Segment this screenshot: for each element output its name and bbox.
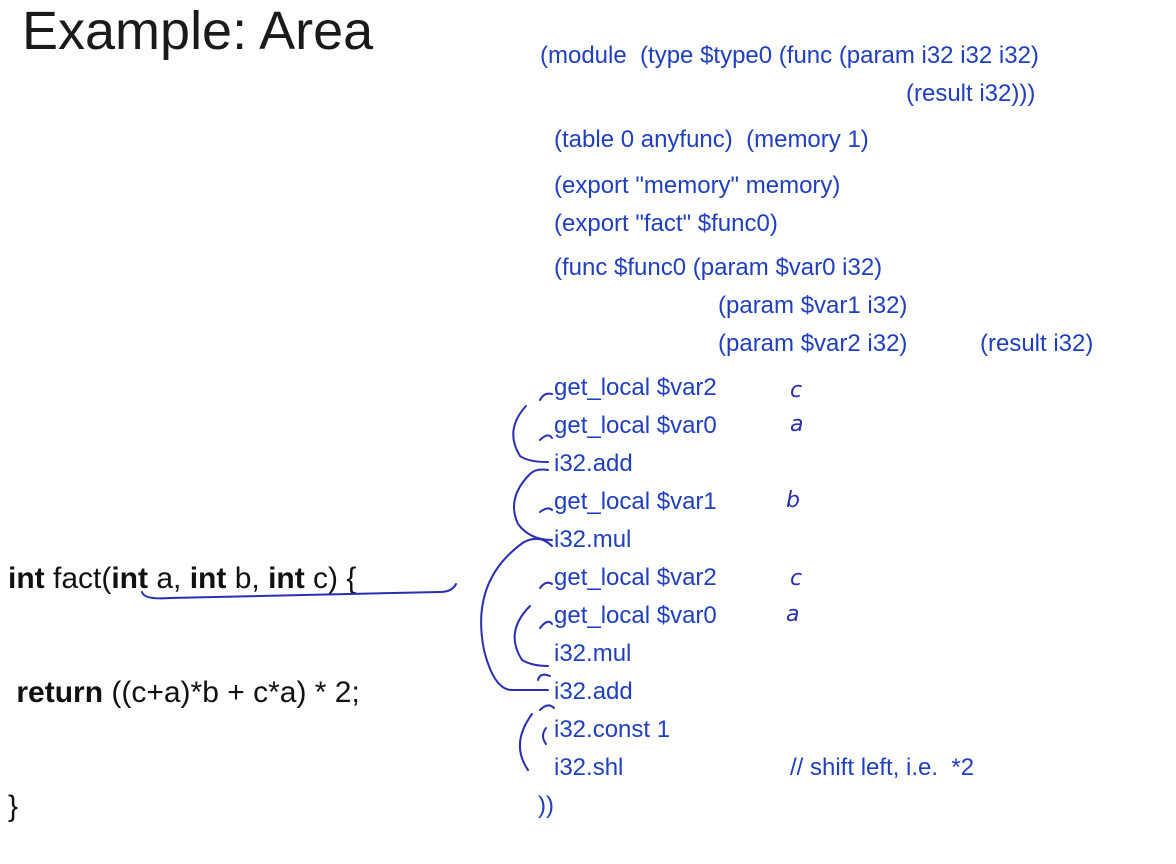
wasm-instruction: i32.mul <box>554 526 632 553</box>
stack-bracket <box>537 673 551 681</box>
wasm-instruction: get_local $var1 <box>554 488 717 515</box>
wasm-instruction: i32.const 1 <box>554 716 671 743</box>
stack-bracket <box>518 713 533 771</box>
wasm-instruction: get_local $var2 <box>554 564 717 591</box>
c-line-2: return ((c+a)*b + c*a) * 2; <box>16 676 360 709</box>
stack-bracket <box>539 581 553 589</box>
stack-bracket <box>512 405 549 463</box>
stack-bracket <box>539 392 553 401</box>
annotation-c: c <box>790 378 803 403</box>
stack-bracket <box>539 434 553 441</box>
wasm-instruction: i32.add <box>554 450 633 477</box>
slide-title: Example: Area <box>22 1 374 61</box>
c-source-code: int fact(int a, int b, int c) { return (… <box>8 484 360 864</box>
stack-bracket <box>539 704 555 711</box>
stack-bracket <box>539 620 553 629</box>
handwritten-brackets <box>141 392 555 771</box>
wasm-line: (export "memory" memory) <box>554 172 841 199</box>
wasm-instruction: i32.mul <box>554 640 632 667</box>
wasm-instruction: get_local $var0 <box>554 602 717 629</box>
wasm-comment: // shift left, i.e. *2 <box>790 754 975 781</box>
annotation-c: c <box>790 566 803 591</box>
wasm-instruction: i32.add <box>554 678 633 705</box>
stack-bracket <box>513 468 553 541</box>
stack-bracket <box>513 605 549 667</box>
wasm-line: (param $var1 i32) <box>718 292 908 319</box>
c-line-1: int fact(int a, int b, int c) { <box>8 562 357 595</box>
annotation-a: a <box>786 602 800 627</box>
wasm-line: (export "fact" $func0) <box>554 210 778 237</box>
wasm-line: )) <box>538 792 554 819</box>
wasm-line: (func $func0 (param $var0 i32) <box>554 254 883 281</box>
expression-underline <box>141 583 457 600</box>
wasm-instruction: i32.shl <box>554 754 624 781</box>
wasm-line: (result i32) <box>980 330 1094 357</box>
annotation-b: b <box>786 488 800 513</box>
wasm-code: (module (type $type0 (func (param i32 i3… <box>538 42 1094 819</box>
annotation-a: a <box>790 412 804 437</box>
stack-bracket <box>542 727 547 745</box>
stack-bracket <box>539 507 553 513</box>
wasm-line: (result i32))) <box>906 80 1036 107</box>
wasm-line: (module (type $type0 (func (param i32 i3… <box>540 42 1039 69</box>
wasm-instruction: get_local $var0 <box>554 412 717 439</box>
wasm-instruction: get_local $var2 <box>554 374 717 401</box>
wasm-line: (param $var2 i32) <box>718 330 908 357</box>
stack-bracket <box>480 537 553 691</box>
wasm-line: (table 0 anyfunc) (memory 1) <box>554 126 869 153</box>
c-line-3: } <box>8 790 19 823</box>
